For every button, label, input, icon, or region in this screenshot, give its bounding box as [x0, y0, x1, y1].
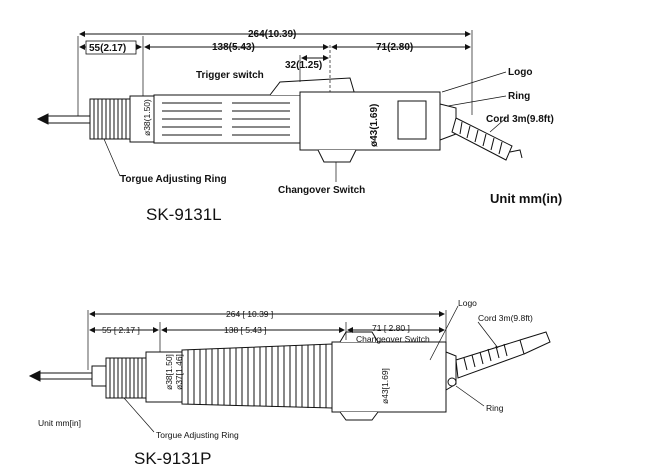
unit-label-bottom: Unit mm[in] — [38, 418, 81, 428]
logo-label: Logo — [508, 67, 532, 78]
dim-overall-label: 264(10.39) — [248, 29, 296, 40]
ring-label: Ring — [486, 403, 504, 413]
cord-assembly — [445, 331, 551, 391]
rear-body — [331, 331, 447, 421]
sk-9131l-drawing — [36, 30, 523, 182]
torque-ring-label: Torgue Adjusting Ring — [156, 430, 239, 440]
dim-front-box — [85, 40, 137, 55]
nose-dia-2-label: ø37[1.46] — [174, 354, 184, 390]
grip-dia-label: ø43(1.69) — [369, 104, 380, 147]
sk-9131p-drawing — [28, 305, 551, 433]
dim-rear-label: 71(2.80) — [376, 42, 413, 53]
changeover-label: Changeover Switch — [356, 334, 430, 344]
bit-tip — [36, 113, 91, 125]
grip-dia-label: ø43[1.69] — [380, 368, 390, 404]
nose-section — [145, 351, 183, 403]
model-name-top: SK-9131L — [146, 205, 222, 224]
nose-dia-1-label: ø38[1.50] — [164, 354, 174, 390]
dim-mid-label: 138 [ 5.43 ] — [224, 325, 267, 335]
dim-trigger-label: 32(1.25) — [285, 60, 322, 71]
cord-assembly — [439, 103, 523, 161]
cord-label: Cord 3m(9.8ft) — [478, 313, 533, 323]
dim-overall-label: 264 [ 10.39 ] — [226, 309, 273, 319]
grip-body — [299, 91, 441, 163]
dim-front-label: 55 [ 2.17 ] — [102, 325, 140, 335]
logo-label: Logo — [458, 298, 477, 308]
dim-mid-label: 138(5.43) — [212, 42, 255, 53]
nose-dia-label: ø38(1.50) — [142, 99, 152, 136]
nose-section — [129, 95, 155, 143]
unit-label-top: Unit mm(in) — [490, 191, 562, 206]
dim-rear-label: 71 [ 2.80 ] — [372, 323, 410, 333]
trigger-lever — [269, 77, 356, 96]
motor-body — [153, 94, 301, 144]
trigger-switch-label: Trigger switch — [196, 70, 264, 81]
model-name-bottom: SK-9131P — [134, 449, 212, 466]
torque-ring — [105, 357, 147, 399]
torque-ring-label: Torgue Adjusting Ring — [120, 174, 227, 185]
changeover-label: Changover Switch — [278, 185, 365, 196]
dim-front-label: 55(2.17) — [89, 43, 126, 54]
cord-label: Cord 3m(9.8ft) — [486, 114, 554, 125]
collar — [91, 365, 107, 387]
ribbed-grip — [181, 343, 333, 409]
torque-ring — [89, 98, 131, 140]
bit-tip — [28, 370, 99, 382]
ring-label: Ring — [508, 91, 530, 102]
